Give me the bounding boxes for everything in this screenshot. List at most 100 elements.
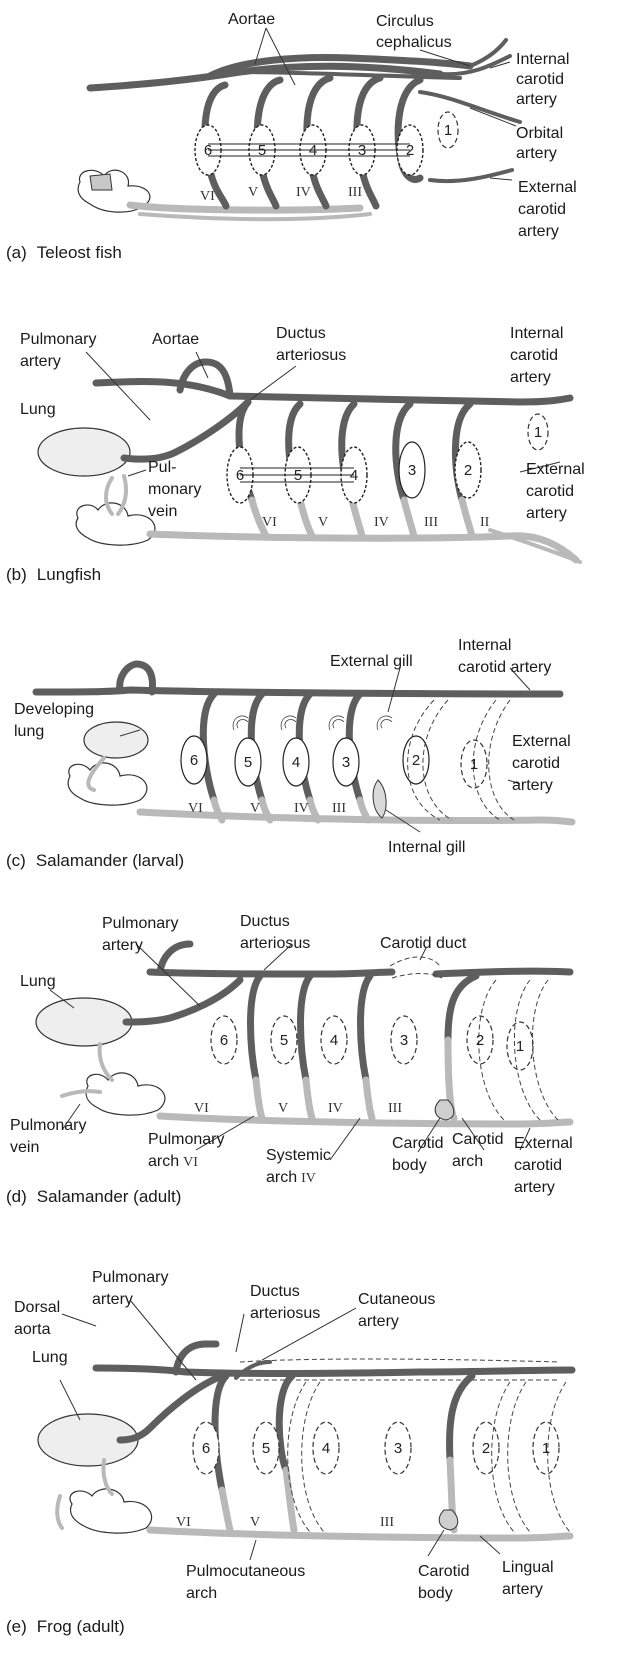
arch-number: 1 [534, 424, 542, 441]
arch-number: 5 [294, 467, 302, 484]
arch-roman: V [250, 801, 260, 816]
label-external-carotid: artery [512, 777, 553, 794]
panel-caption: (e)Frog (adult) [6, 1617, 125, 1636]
pouches [211, 980, 558, 1120]
label-internal-carotid: carotid artery [458, 659, 551, 676]
label-pulmonary-artery: Pulmonary [92, 1269, 168, 1286]
label-internal-carotid: artery [510, 369, 551, 386]
arch-roman: V [250, 1515, 260, 1530]
arch-roman: V [248, 185, 258, 200]
arch-roman: V [278, 1101, 288, 1116]
label-pulmonary-vein: monary [148, 481, 201, 498]
label-external-carotid: carotid [512, 755, 560, 772]
arch-number: 1 [542, 1440, 550, 1457]
label-ductus-arteriosus: arteriosus [250, 1305, 320, 1322]
label-external-carotid: External [512, 733, 571, 750]
arch-number: 4 [322, 1440, 330, 1457]
gill-lamellae [227, 414, 548, 503]
pouches [193, 1382, 570, 1532]
arch-number: 3 [358, 142, 366, 159]
heart [76, 503, 155, 545]
dorsal-aorta [96, 381, 570, 402]
arch-number: 5 [258, 142, 266, 159]
label-cutaneous-artery: Cutaneous [358, 1291, 435, 1308]
dorsal-aorta [36, 690, 560, 694]
label-pulmonary-artery: Pulmonary [102, 915, 178, 932]
arch-number: 1 [470, 756, 478, 773]
lung [36, 998, 132, 1046]
label-circulus-cephalicus: cephalicus [376, 34, 452, 51]
arch-number: 3 [342, 754, 350, 771]
label-systemic-arch: Systemic [266, 1147, 331, 1164]
label-aortae: Aortae [228, 11, 275, 28]
label-lingual-artery: artery [502, 1581, 543, 1598]
panel-b-lungfish: 6 5 4 3 2 1 VI V IV III II Pulmonary art… [6, 325, 585, 584]
panel-caption: (c)Salamander (larval) [6, 851, 184, 870]
arch-number: 6 [220, 1032, 228, 1049]
pulmonary-artery [126, 980, 240, 1022]
label-dorsal-aorta: Dorsal [14, 1299, 60, 1316]
arch-number: 4 [330, 1032, 338, 1049]
arch-number: 6 [190, 752, 198, 769]
label-internal-carotid: artery [516, 91, 557, 108]
label-pulmonary-arch: Pulmonary [148, 1131, 224, 1148]
label-carotid-body: Carotid [392, 1135, 444, 1152]
arch-roman: III [424, 515, 438, 530]
arch-roman: IV [374, 515, 389, 530]
arch-number: 2 [464, 462, 472, 479]
arch-number: 1 [444, 122, 452, 139]
label-external-carotid: External [526, 461, 585, 478]
arch-number: 5 [280, 1032, 288, 1049]
label-internal-carotid: carotid [516, 71, 564, 88]
label-pulmocutaneous-arch: Pulmocutaneous [186, 1563, 305, 1580]
label-lung: Lung [20, 401, 56, 418]
label-developing-lung: lung [14, 723, 44, 740]
arch-roman: III [332, 801, 346, 816]
arch-roman: VI [262, 515, 277, 530]
arch-roman: VI [176, 1515, 191, 1530]
panel-e-frog-adult: 6 5 4 3 2 1 VI V III Pulmonary artery Do… [6, 1269, 572, 1636]
label-ductus-arteriosus: arteriosus [240, 935, 310, 952]
arch-roman: III [348, 185, 362, 200]
arch-number: 1 [516, 1038, 524, 1055]
label-external-carotid: carotid [514, 1157, 562, 1174]
label-developing-lung: Developing [14, 701, 94, 718]
arch-number: 6 [236, 467, 244, 484]
label-dorsal-aorta: aorta [14, 1321, 51, 1338]
arch-roman: IV [294, 801, 309, 816]
label-internal-carotid: Internal [458, 637, 511, 654]
label-pulmonary-artery: artery [102, 937, 143, 954]
label-carotid-arch: Carotid [452, 1131, 504, 1148]
arch-number: 2 [412, 752, 420, 769]
dorsal-aorta [96, 1368, 572, 1374]
carotid-body [439, 1510, 458, 1530]
label-lung: Lung [32, 1349, 68, 1366]
label-internal-carotid: Internal [516, 51, 569, 68]
label-lingual-artery: Lingual [502, 1559, 554, 1576]
label-external-carotid: carotid [526, 483, 574, 500]
label-internal-gill: Internal gill [388, 839, 465, 856]
label-lung: Lung [20, 973, 56, 990]
label-internal-carotid: Internal [510, 325, 563, 342]
arch-number: 3 [408, 462, 416, 479]
label-carotid-body: body [392, 1157, 427, 1174]
panel-caption: (b)Lungfish [6, 565, 101, 584]
label-pulmonary-artery: artery [20, 353, 61, 370]
orbital-artery [420, 92, 520, 122]
label-pulmonary-vein: vein [148, 503, 177, 520]
carotid-body [435, 1100, 454, 1120]
arch-number: 4 [350, 467, 358, 484]
label-circulus-cephalicus: Circulus [376, 13, 434, 30]
label-pulmocutaneous-arch: arch [186, 1585, 217, 1602]
arch-number: 3 [400, 1032, 408, 1049]
label-external-carotid: carotid [518, 201, 566, 218]
arch-roman: VI [194, 1101, 209, 1116]
label-carotid-duct: Carotid duct [380, 935, 467, 952]
label-carotid-body: Carotid [418, 1563, 470, 1580]
label-ductus-arteriosus: Ductus [240, 913, 290, 930]
label-internal-carotid: carotid [510, 347, 558, 364]
label-cutaneous-artery: artery [358, 1313, 399, 1330]
arch-number: 6 [204, 142, 212, 159]
label-external-carotid: artery [514, 1179, 555, 1196]
